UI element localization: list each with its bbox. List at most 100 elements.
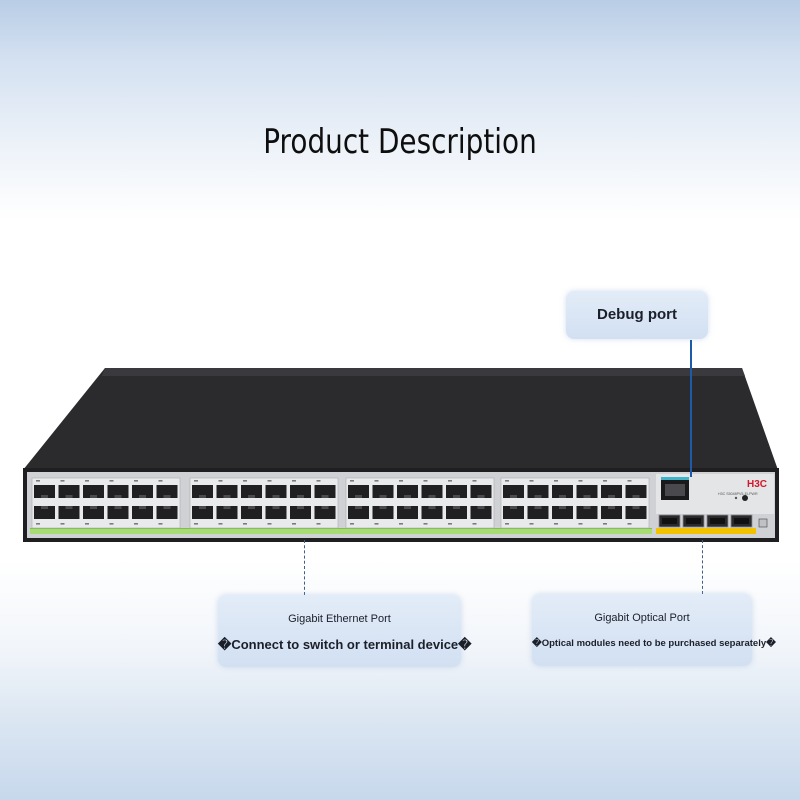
port-led [505,523,509,525]
port-led [423,480,428,482]
rj45-port-latch [355,506,362,509]
sfp-port-cage [734,518,749,524]
debug-port-label: Debug port [597,306,677,323]
port-led [60,480,65,482]
port-led [554,480,558,482]
rj45-port [83,506,104,519]
rj45-port-latch [139,495,146,498]
rj45-port [216,485,238,498]
sfp-port-cage [686,518,701,524]
port-led [529,480,534,482]
rj45-port [241,506,262,519]
port-led [554,523,558,525]
port-led [578,480,583,482]
debug-port-leader-line [690,340,692,477]
rj45-port [216,506,238,519]
port-led [399,523,403,525]
rj45-port [527,485,549,498]
sfp-port-area [658,514,753,528]
rj45-group [345,477,495,529]
rj45-port [58,506,80,519]
port-led [109,480,114,482]
sfp-port-cage [710,518,725,524]
rj45-port-latch [559,495,566,498]
rj45-port [552,485,573,498]
port-led [134,480,138,482]
port-led [292,523,296,525]
rj45-port-latch [223,495,231,498]
rj45-port-latch [321,506,329,509]
rj45-group [500,477,650,529]
optical-port-callout: Gigabit Optical Port �Optical modules ne… [532,594,776,666]
rj45-port [348,506,369,519]
rj45-port-latch [41,495,48,498]
rj45-port [58,485,80,498]
port-led [267,480,272,482]
port-led [243,523,247,525]
rj45-port [576,506,598,519]
rj45-port-latch [65,495,73,498]
rj45-port [132,506,153,519]
rj45-port [290,485,311,498]
rj45-port-latch [453,506,460,509]
rj45-port-latch [297,506,304,509]
rj45-port-latch [453,495,460,498]
port-led [350,480,354,482]
rj45-port [397,485,418,498]
rj45-port [265,485,287,498]
rj45-port [314,506,336,519]
rj45-port [192,506,213,519]
rj45-port-area [31,477,650,529]
rj45-port-latch [428,506,436,509]
rj45-port-latch [223,506,231,509]
debug-port-callout: Debug port [566,291,708,339]
rj45-port-latch [608,506,615,509]
rj45-port-latch [404,506,411,509]
port-led [448,480,452,482]
rj45-port [132,485,153,498]
sfp-status-strip [656,528,756,534]
rj45-port-latch [608,495,615,498]
rj45-port-latch [41,506,48,509]
rj45-port-latch [114,495,122,498]
rj45-port [503,506,524,519]
rj45-port-latch [248,506,255,509]
port-led [578,523,583,525]
port-led [267,523,272,525]
port-led [627,480,632,482]
ethernet-port-title: Gigabit Ethernet Port [288,613,391,625]
rj45-port-latch [139,506,146,509]
brand-logo: H3C [747,479,767,490]
rj45-port [625,506,647,519]
rj45-port [470,485,492,498]
rj45-port [397,506,418,519]
port-led [350,523,354,525]
rj45-port [421,506,443,519]
rj45-port [372,485,394,498]
rj45-port-latch [163,495,171,498]
port-led [423,523,428,525]
port-led [316,480,321,482]
rj45-port [601,485,622,498]
rj45-port-latch [65,506,73,509]
rj45-port-latch [404,495,411,498]
rj45-port-latch [272,495,280,498]
rj45-port [372,506,394,519]
rj45-port-latch [583,506,591,509]
ethernet-leader-line [304,540,305,595]
port-led [218,480,223,482]
rj45-port-latch [379,495,387,498]
port-led [85,523,89,525]
port-led [158,523,163,525]
rj45-port [527,506,549,519]
port-led [316,523,321,525]
rj45-port [470,506,492,519]
rj45-port-latch [199,495,206,498]
port-led [218,523,223,525]
optical-port-subtitle: �Optical modules need to be purchased se… [532,638,776,649]
rj45-port [156,506,178,519]
model-label: H3C S5048PV5-EI-PWR [718,492,758,496]
rj45-port [107,506,129,519]
rj45-port-latch [632,495,640,498]
